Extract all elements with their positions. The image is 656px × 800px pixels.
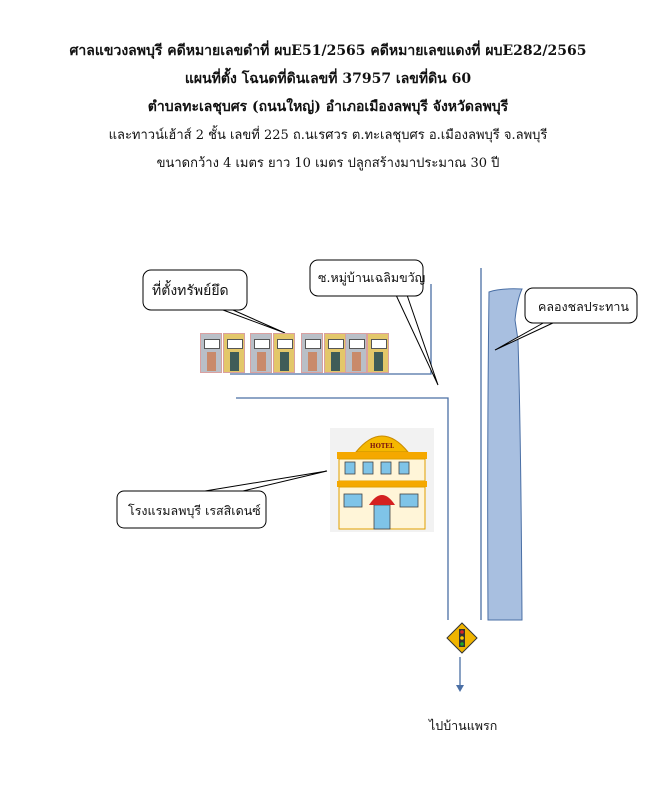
hotel-callout [116, 490, 267, 529]
hotel-callout-tail [204, 470, 328, 492]
direction-label: ไปบ้านแพรก [429, 718, 498, 733]
soi-callout-tail [395, 294, 439, 386]
canal-callout-tail [494, 321, 556, 351]
property-label: ที่ตั้งทรัพย์ยึด [152, 283, 229, 299]
property-callout-tail [222, 309, 286, 334]
soi-road [230, 284, 432, 375]
canal-label: คลองชลประทาน [538, 299, 629, 314]
townhouse-address: และทาวน์เฮ้าส์ 2 ชั้น เลขที่ 225 ถ.นเรศว… [108, 128, 548, 143]
hotel-label: โรงแรมลพบุรี เรสสิเดนซ์ [128, 503, 261, 518]
title-deed: แผนที่ตั้ง โฉนดที่ดินเลขที่ 37957 เลขที่… [184, 71, 472, 87]
main-road-west [236, 397, 449, 620]
roads [230, 268, 482, 620]
direction-arrow-icon [456, 657, 464, 692]
soi-callout [309, 259, 424, 297]
hotel-icon: HOTEL [330, 428, 434, 532]
title-court-case: ศาลแขวงลพบุรี คดีหมายเลขดำที่ ผบE51/2565… [69, 43, 587, 59]
soi-label: ซ.หมู่บ้านเฉลิมขวัญ [318, 270, 426, 285]
canal [487, 288, 523, 621]
property-callout [142, 269, 248, 311]
property-size: ขนาดกว้าง 4 เมตร ยาว 10 เมตร ปลูกสร้างมา… [156, 156, 500, 171]
title-location: ตำบลทะเลชุบศร (ถนนใหญ่) อำเภอเมืองลพบุรี… [147, 99, 509, 115]
hotel-sign-text: HOTEL [370, 443, 395, 450]
traffic-light-sign-icon [446, 622, 478, 654]
canal-callout [524, 287, 638, 324]
